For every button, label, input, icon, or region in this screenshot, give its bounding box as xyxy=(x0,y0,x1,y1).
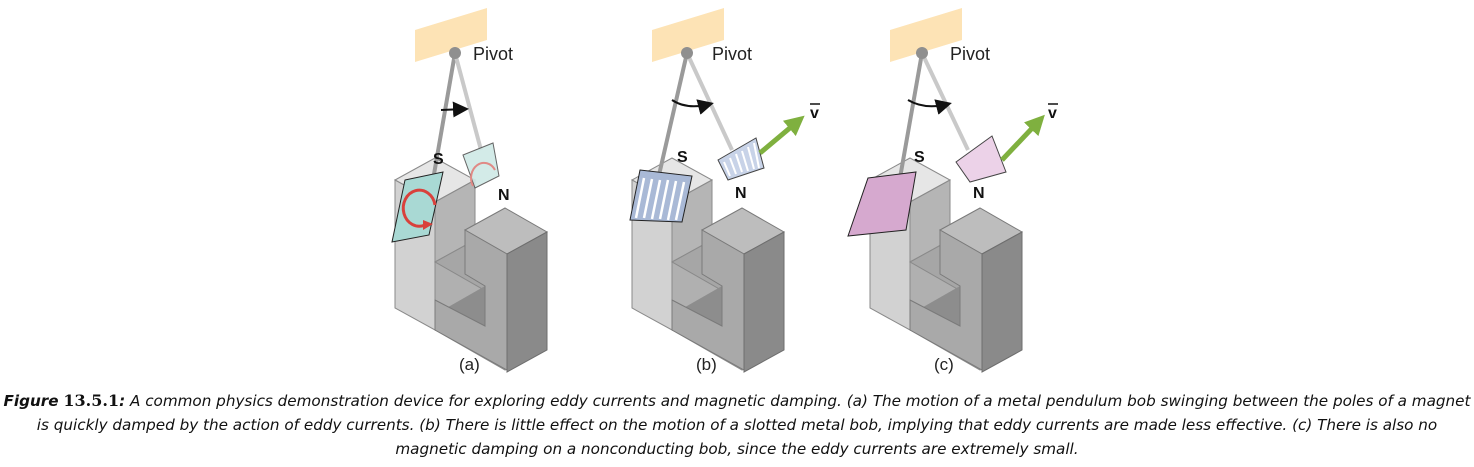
pendulum-rod-right xyxy=(685,52,734,151)
support-bar xyxy=(652,8,724,62)
pivot-label: Pivot xyxy=(712,44,752,64)
pendulum-rod-right xyxy=(453,52,483,151)
velocity-arrow xyxy=(1000,114,1045,162)
caption-figure-number: 13.5.1 xyxy=(63,391,120,410)
pivot-point xyxy=(681,47,693,59)
pivot-point xyxy=(916,47,928,59)
swing-arrow xyxy=(671,99,714,115)
swing-arrow xyxy=(440,101,469,118)
caption-separator: : xyxy=(119,392,126,410)
north-pole-label: N xyxy=(973,185,985,202)
eddy-current-right-icon xyxy=(470,161,496,187)
nonconducting-bob-left xyxy=(847,171,917,237)
panel-label-c: (c) xyxy=(934,355,954,374)
velocity-label: v xyxy=(1048,105,1057,122)
panel-a: Pivot S N (a) xyxy=(391,8,548,374)
caption-text: A common physics demonstration device fo… xyxy=(36,392,1471,458)
eddy-current-left-icon xyxy=(401,188,437,228)
figure-caption: Figure 13.5.1: A common physics demonstr… xyxy=(0,389,1474,461)
pendulum-rod-left xyxy=(898,52,924,179)
south-pole-label: S xyxy=(914,149,925,166)
panel-c: Pivot S N v (c) xyxy=(847,8,1058,374)
swing-arrow xyxy=(907,99,952,115)
slotted-bob-right xyxy=(717,137,765,181)
velocity-label: v xyxy=(810,105,819,122)
panel-label-b: (b) xyxy=(696,355,717,374)
pivot-point xyxy=(449,47,461,59)
velocity-arrow xyxy=(758,115,805,155)
panel-label-a: (a) xyxy=(459,355,480,374)
caption-figure-word: Figure xyxy=(3,392,59,410)
pendulum-rod-right xyxy=(920,52,970,151)
pendulum-rod-left xyxy=(431,52,457,181)
pendulum-rod-left xyxy=(657,52,689,176)
north-pole-label: N xyxy=(735,185,747,202)
slotted-bob-left xyxy=(629,169,693,223)
north-pole-label: N xyxy=(498,187,510,204)
support-bar xyxy=(415,8,487,62)
panel-b: Pivot S N v (b) xyxy=(629,8,820,374)
support-bar xyxy=(890,8,962,62)
south-pole-label: S xyxy=(433,151,444,168)
eddy-current-figure: Pivot S N (a) Pivot S N xyxy=(391,8,1058,374)
pivot-label: Pivot xyxy=(473,44,513,64)
pivot-label: Pivot xyxy=(950,44,990,64)
south-pole-label: S xyxy=(677,149,688,166)
nonconducting-bob-right xyxy=(955,135,1007,183)
